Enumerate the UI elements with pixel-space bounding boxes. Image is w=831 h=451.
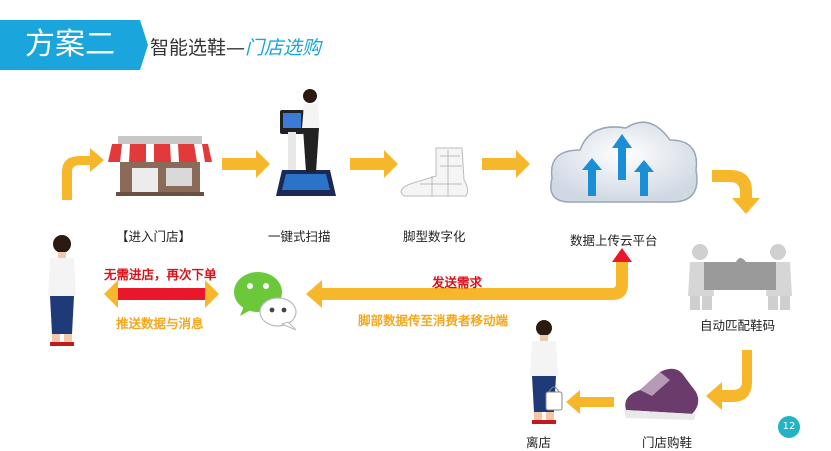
arrow-store-scan xyxy=(222,150,270,178)
arrow-match-buy xyxy=(706,350,752,410)
shoe-icon xyxy=(624,363,699,420)
store-icon xyxy=(108,136,212,196)
badge-notch xyxy=(140,20,148,70)
arrow-transfer xyxy=(306,262,628,308)
slide-title: 智能选鞋—门店选购 xyxy=(150,37,322,59)
customer-leaving-icon xyxy=(530,320,563,424)
arrow-request-tip xyxy=(612,248,632,262)
label-enter-store: 【进入门店】 xyxy=(116,229,192,244)
label-digitize: 脚型数字化 xyxy=(403,229,466,244)
arrow-foot-cloud xyxy=(482,150,530,178)
label-buy: 门店购鞋 xyxy=(642,435,693,450)
arrow-buy-leave xyxy=(566,390,614,414)
flow-arrows xyxy=(62,148,760,414)
customer-left-icon xyxy=(48,235,76,346)
label-match: 自动匹配鞋码 xyxy=(700,318,776,333)
scanner-icon xyxy=(276,89,336,196)
foot-scan-icon xyxy=(400,147,469,197)
label-send-request: 发送需求 xyxy=(432,275,483,290)
label-no-revisit: 无需进店，再次下单 xyxy=(104,267,217,282)
arrow-scan-foot xyxy=(350,150,398,178)
cloud-icon xyxy=(550,121,698,203)
label-push: 推送数据与消息 xyxy=(116,316,204,331)
puzzle-match-icon xyxy=(688,244,792,310)
arrow-cloud-match xyxy=(712,170,760,214)
label-leave: 离店 xyxy=(526,435,552,450)
page-number: 12 xyxy=(778,416,800,438)
label-scan: 一键式扫描 xyxy=(268,229,331,244)
label-upload: 数据上传云平台 xyxy=(570,233,658,248)
label-transfer: 脚部数据传至消费者移动端 xyxy=(358,313,509,328)
arrow-enter xyxy=(62,148,104,200)
wechat-icon xyxy=(234,272,297,331)
arrow-no-revisit xyxy=(118,288,205,300)
slide-badge: 方案二 xyxy=(0,20,140,70)
